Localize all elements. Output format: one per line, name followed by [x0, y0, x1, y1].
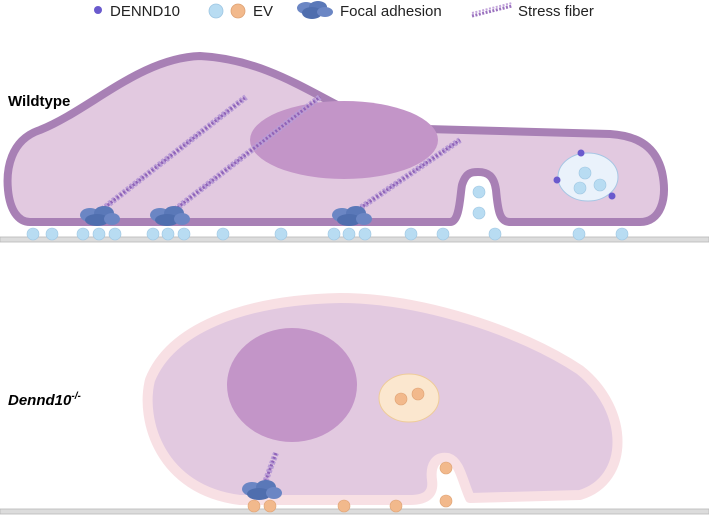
ev — [337, 499, 351, 513]
ev — [358, 227, 372, 241]
dennd10-dot — [553, 176, 561, 184]
ev — [327, 227, 341, 241]
knockout-label: Dennd10-/- — [8, 391, 81, 409]
dennd10-dot — [577, 149, 585, 157]
knockout-label-superscript: -/- — [71, 391, 81, 402]
legend-dennd10-label: DENND10 — [110, 3, 180, 20]
focal-adhesion — [332, 206, 372, 226]
ev — [573, 181, 587, 195]
ev — [342, 227, 356, 241]
ev — [216, 227, 230, 241]
knockout-panel: Dennd10-/- — [0, 293, 709, 515]
ev — [439, 461, 453, 475]
focal-adhesion — [150, 206, 190, 226]
focal-adhesion — [242, 480, 282, 500]
ev — [436, 227, 450, 241]
dennd10-dot — [608, 192, 616, 200]
knockout-nucleus — [227, 328, 357, 442]
legend: DENND10 EV Focal adhesion Stress fiber — [94, 1, 594, 20]
ev — [274, 227, 288, 241]
legend-stress-fiber-label: Stress fiber — [518, 3, 594, 20]
ev — [394, 392, 408, 406]
wildtype-stress-fibers — [93, 94, 462, 218]
wildtype-nucleus — [250, 101, 438, 179]
ev — [76, 227, 90, 241]
knockout-vesicle — [378, 373, 440, 423]
ev — [615, 227, 629, 241]
stress-fiber — [93, 94, 248, 218]
legend-focal-adhesion-label: Focal adhesion — [340, 3, 442, 20]
wildtype-substrate-evs — [26, 227, 629, 241]
ev — [146, 227, 160, 241]
wildtype-label: Wildtype — [8, 93, 70, 110]
stress-fiber — [348, 137, 462, 218]
legend-ev-label: EV — [253, 3, 273, 20]
ev — [263, 499, 277, 513]
ev — [488, 227, 502, 241]
ev — [411, 387, 425, 401]
ev — [472, 185, 486, 199]
ev — [108, 227, 122, 241]
dennd10-legend-icon — [94, 6, 102, 14]
wildtype-panel: Wildtype — [0, 52, 709, 243]
ev — [404, 227, 418, 241]
ev — [247, 499, 261, 513]
ev-blue-legend-icon — [208, 3, 224, 19]
wildtype-substrate — [0, 236, 709, 243]
ev — [161, 227, 175, 241]
ev — [578, 166, 592, 180]
ev — [26, 227, 40, 241]
ev — [389, 499, 403, 513]
stress-fiber-legend-icon — [471, 2, 513, 18]
knockout-substrate — [0, 508, 709, 515]
focal-adhesion — [80, 206, 120, 226]
ev-orange-legend-icon — [230, 3, 246, 19]
ev — [572, 227, 586, 241]
ev — [45, 227, 59, 241]
ev — [92, 227, 106, 241]
ev — [472, 206, 486, 220]
ev — [439, 494, 453, 508]
knockout-label-main: Dennd10 — [8, 392, 72, 409]
ev — [593, 178, 607, 192]
ev — [177, 227, 191, 241]
focal-adhesion-legend-icon — [297, 1, 333, 19]
knockout-substrate-evs — [247, 499, 403, 513]
